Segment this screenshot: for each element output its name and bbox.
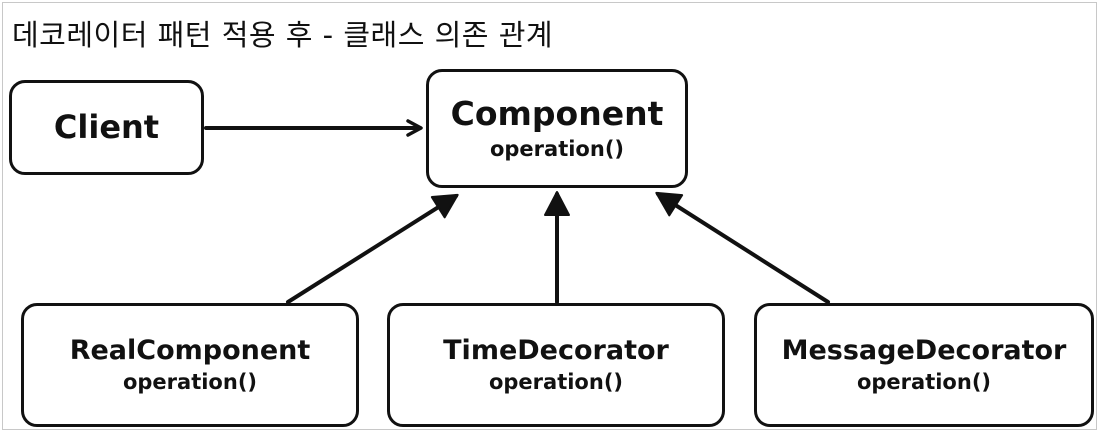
edge-real-to-component bbox=[286, 193, 459, 304]
real-component-operation: operation() bbox=[122, 369, 258, 394]
component-name: Component bbox=[450, 94, 664, 134]
edge-message-to-component bbox=[655, 191, 830, 304]
time-decorator-operation: operation() bbox=[488, 369, 624, 394]
diagram-title: 데코레이터 패턴 적용 후 - 클래스 의존 관계 bbox=[12, 18, 554, 52]
client-node: Client bbox=[9, 80, 204, 175]
client-name: Client bbox=[53, 107, 160, 146]
real-component-node: RealComponent operation() bbox=[21, 303, 359, 427]
component-node: Component operation() bbox=[426, 69, 688, 188]
time-decorator-name: TimeDecorator bbox=[443, 335, 669, 367]
component-operation: operation() bbox=[489, 136, 625, 161]
message-decorator-node: MessageDecorator operation() bbox=[754, 303, 1094, 427]
real-component-name: RealComponent bbox=[69, 335, 311, 367]
message-decorator-operation: operation() bbox=[856, 369, 992, 394]
message-decorator-name: MessageDecorator bbox=[781, 335, 1067, 367]
time-decorator-node: TimeDecorator operation() bbox=[387, 303, 725, 427]
